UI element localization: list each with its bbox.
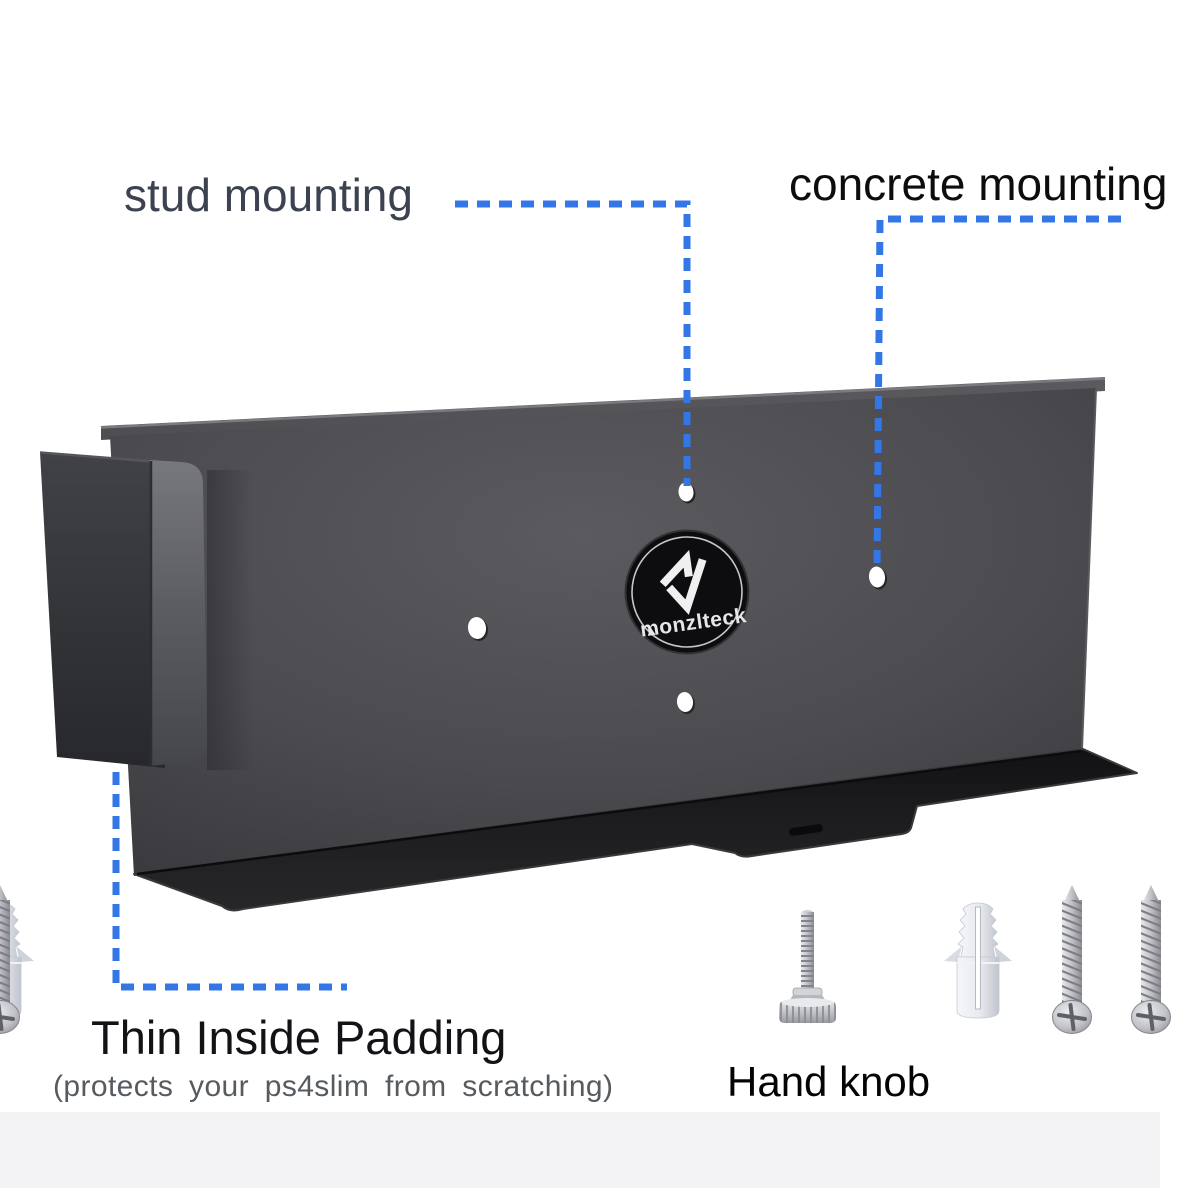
mounting-screw-2 [1129, 883, 1173, 1036]
inside-padding-panel [150, 460, 208, 766]
mounting-hole-left [467, 617, 488, 641]
padding-title-label: Thin Inside Padding [91, 1011, 507, 1064]
brand-logo-badge: monzlteck [624, 529, 750, 655]
brand-logo-mark [659, 549, 707, 615]
stud-mounting-label: stud mounting [124, 169, 413, 221]
logo-triangle [647, 627, 656, 636]
concrete-mounting-label: concrete mounting [789, 158, 1168, 210]
background-band [0, 1112, 1160, 1188]
block-shadow [207, 470, 253, 770]
mounting-hole-bottom [676, 692, 695, 714]
callout-lines [112, 200, 1121, 991]
bracket-shelf [133, 748, 1138, 912]
hardware-set [0, 883, 1173, 1036]
shelf-slot [789, 824, 823, 836]
hand-knob-screw [779, 910, 836, 1023]
wall-bracket: monzlteck [39, 377, 1138, 912]
mounting-screw [0, 885, 20, 1034]
shelf-fold-line [136, 749, 1082, 876]
side-clamp-block [39, 451, 208, 768]
mounting-hole-right [868, 566, 887, 590]
callout-line-stud [455, 200, 691, 486]
bracket-plate [110, 388, 1096, 876]
wall-anchor-2 [943, 902, 1013, 1019]
callout-line-padding [112, 772, 347, 991]
mounting-holes [467, 482, 887, 714]
padding-subtitle-label: (protects your ps4slim from scratching) [53, 1070, 614, 1103]
mounting-hole-top [678, 482, 696, 504]
mounting-screw-1 [1050, 883, 1094, 1036]
plate-right-edge-highlight [1081, 388, 1097, 750]
hand-knob-label: Hand knob [727, 1058, 931, 1105]
